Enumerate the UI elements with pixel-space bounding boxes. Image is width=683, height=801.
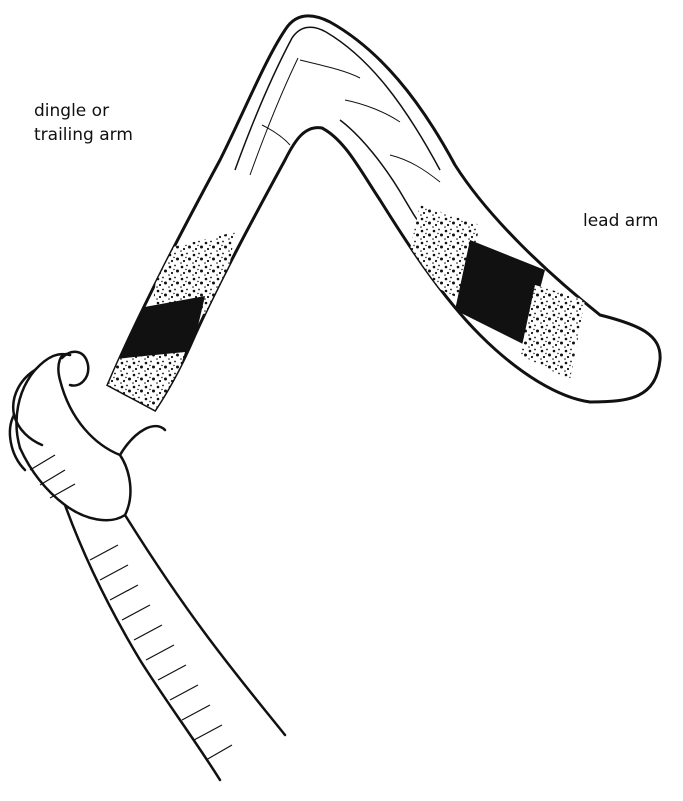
trailing-arm-label-line1: dingle or	[34, 99, 133, 123]
trailing-arm-label-line2: trailing arm	[34, 123, 133, 147]
trailing-arm-label: dingle or trailing arm	[34, 99, 133, 147]
lead-arm-label: lead arm	[583, 209, 658, 233]
hand	[10, 352, 285, 780]
boomerang	[95, 16, 660, 420]
boomerang-outline	[108, 16, 660, 410]
